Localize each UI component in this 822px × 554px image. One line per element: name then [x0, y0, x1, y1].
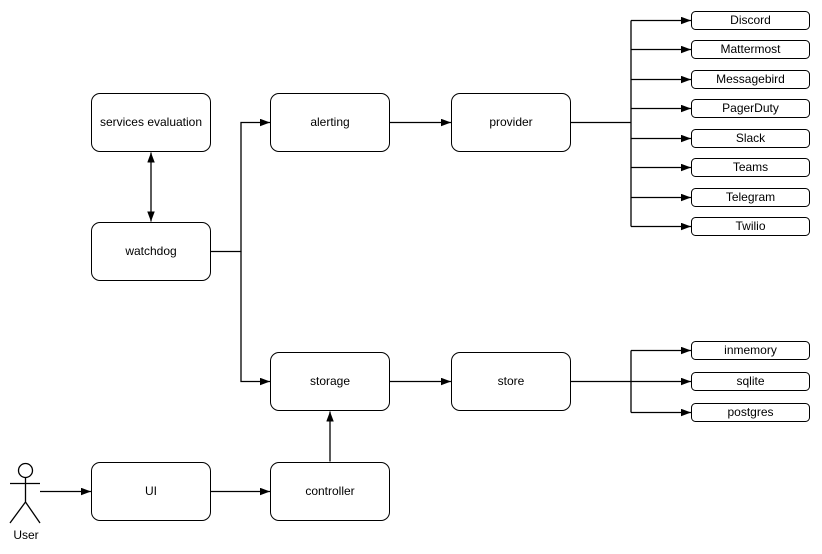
node-watchdog: watchdog: [91, 222, 211, 281]
node-label: UI: [145, 484, 157, 499]
node-label: Messagebird: [716, 72, 785, 87]
user-actor-icon: [9, 462, 41, 524]
edge-provider-trunk: [571, 20, 632, 227]
node-label: sqlite: [736, 374, 765, 389]
node-provider: provider: [451, 93, 571, 152]
node-label: Slack: [735, 131, 766, 146]
node-ui: UI: [91, 462, 211, 521]
node-label: provider: [489, 115, 533, 130]
node-store-inmemory: inmemory: [691, 341, 810, 360]
node-label: inmemory: [724, 343, 777, 358]
node-label: services evaluation: [99, 115, 203, 130]
node-provider-pagerduty: PagerDuty: [691, 99, 810, 118]
node-label: watchdog: [125, 244, 177, 259]
node-label: Teams: [732, 160, 769, 175]
node-provider-mattermost: Mattermost: [691, 40, 810, 59]
node-label: storage: [309, 374, 351, 389]
node-label: PagerDuty: [722, 101, 779, 116]
node-provider-slack: Slack: [691, 129, 810, 148]
node-alerting: alerting: [270, 93, 390, 152]
node-storage: storage: [270, 352, 390, 411]
node-controller: controller: [270, 462, 390, 521]
node-label: Mattermost: [720, 42, 781, 57]
edge-store-trunk: [571, 350, 632, 413]
node-label: Telegram: [725, 190, 776, 205]
node-provider-twilio: Twilio: [691, 217, 810, 236]
node-label: controller: [305, 484, 355, 499]
node-provider-teams: Teams: [691, 158, 810, 177]
node-label: store: [497, 374, 525, 389]
edge-watchdog-storage: [240, 251, 270, 386]
node-store-sqlite: sqlite: [691, 372, 810, 391]
edge-watchdog-alerting: [211, 118, 270, 253]
node-label: Twilio: [735, 219, 766, 234]
user-actor-label: User: [13, 528, 39, 542]
node-provider-messagebird: Messagebird: [691, 70, 810, 89]
node-provider-telegram: Telegram: [691, 188, 810, 207]
node-store: store: [451, 352, 571, 411]
node-label: alerting: [310, 115, 350, 130]
node-store-postgres: postgres: [691, 403, 810, 422]
node-label: Discord: [730, 13, 771, 28]
node-services-evaluation: services evaluation: [91, 93, 211, 152]
node-provider-discord: Discord: [691, 11, 810, 30]
node-label: postgres: [727, 405, 774, 420]
